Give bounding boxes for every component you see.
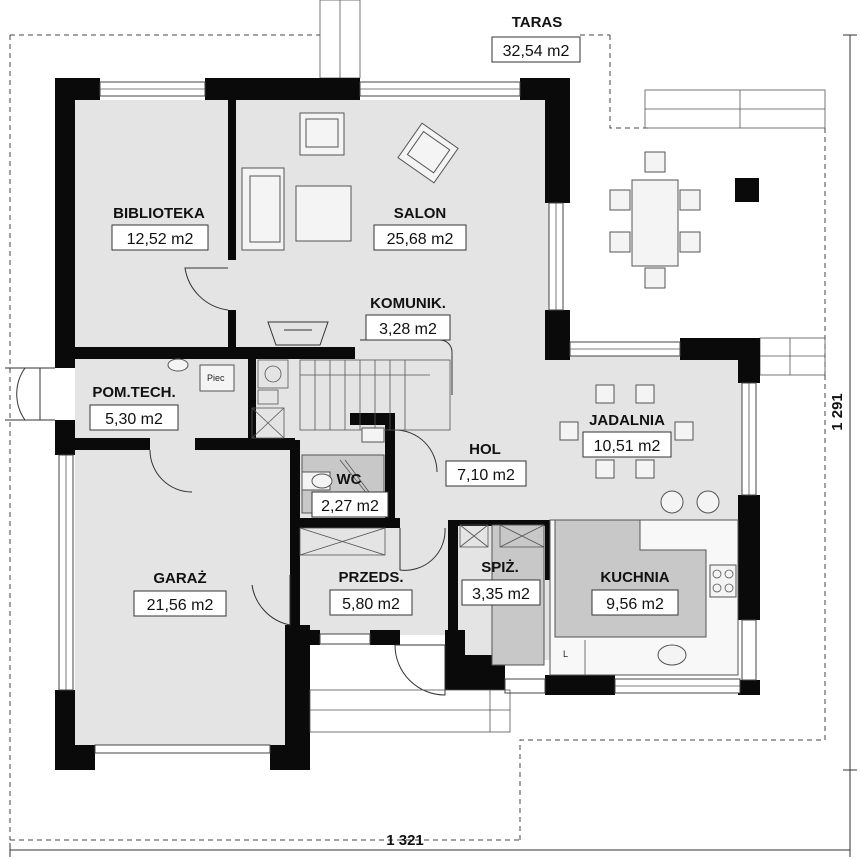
area-box-salon [373,224,467,251]
area-box-spiz [461,579,541,606]
area-box-komunik [365,314,451,341]
room-name-hol: HOL [469,441,501,458]
terrace-dining-set [609,151,701,289]
area-box-taras [491,36,581,63]
hall-closet [299,527,386,556]
fridge-label: L [563,649,568,659]
room-label-przeds: PRZEDS. 5,80 m2 [329,569,413,616]
room-area-wc: 2,27 m2 [321,498,379,515]
room-name-garaz: GARAŻ [153,570,206,587]
chimney-block [735,178,759,202]
area-box-wc [311,491,389,518]
room-label-jadalnia: JADALNIA 10,51 m2 [582,412,672,458]
room-label-spiz: SPIŻ. 3,35 m2 [461,559,541,606]
utility-fixtures: Piec [167,358,289,439]
room-area-garaz: 21,56 m2 [147,597,214,614]
room-label-komunik: KOMUNIK. 3,28 m2 [365,295,451,341]
area-box-garaz [133,590,227,617]
room-name-kuchnia: KUCHNIA [600,569,669,586]
room-name-spiz: SPIŻ. [481,559,519,576]
walls [55,78,760,770]
room-name-salon: SALON [394,205,447,222]
room-area-kuchnia: 9,56 m2 [606,596,664,613]
salon-furniture [241,112,459,251]
room-area-taras: 32,54 m2 [503,43,570,60]
boiler-label: Piec [207,373,225,383]
room-name-komunik: KOMUNIK. [370,295,446,312]
room-area-jadalnia: 10,51 m2 [594,438,661,455]
terrace-outline [9,34,826,841]
fireplace [267,321,329,346]
room-label-salon: SALON 25,68 m2 [373,205,467,251]
room-area-przeds: 5,80 m2 [342,596,400,613]
room-area-hol: 7,10 m2 [457,467,515,484]
room-label-taras: TARAS 32,54 m2 [491,14,581,63]
room-name-taras: TARAS [512,14,563,31]
room-label-pomtech: POM.TECH. 5,30 m2 [89,384,179,431]
room-area-salon: 25,68 m2 [387,231,454,248]
room-label-biblioteka: BIBLIOTEKA 12,52 m2 [111,205,209,251]
dimension-width: 1 321 [386,832,424,849]
room-label-kuchnia: KUCHNIA 9,56 m2 [591,569,679,616]
area-box-biblioteka [111,224,209,251]
windows [58,81,757,754]
area-box-przeds [329,589,413,616]
area-box-kuchnia [591,589,679,616]
room-area-spiz: 3,35 m2 [472,586,530,603]
room-area-biblioteka: 12,52 m2 [127,231,194,248]
area-box-jadalnia [582,431,672,458]
room-name-biblioteka: BIBLIOTEKA [113,205,205,222]
dining-chairs [559,384,720,514]
room-area-komunik: 3,28 m2 [379,321,437,338]
dimension-height: 1 291 [829,393,846,431]
dimension-lines [9,34,857,857]
area-box-pomtech [89,404,179,431]
entrance-steps [309,689,511,733]
room-label-hol: HOL 7,10 m2 [445,441,527,487]
room-name-jadalnia: JADALNIA [589,412,665,429]
room-area-pomtech: 5,30 m2 [105,411,163,428]
area-box-hol [445,460,527,487]
terrace-pergola [319,0,826,376]
room-label-garaz: GARAŻ 21,56 m2 [133,570,227,617]
room-name-wc: WC [337,471,362,488]
room-name-przeds: PRZEDS. [338,569,403,586]
room-name-pomtech: POM.TECH. [92,384,175,401]
room-label-wc: WC 2,27 m2 [311,471,389,518]
